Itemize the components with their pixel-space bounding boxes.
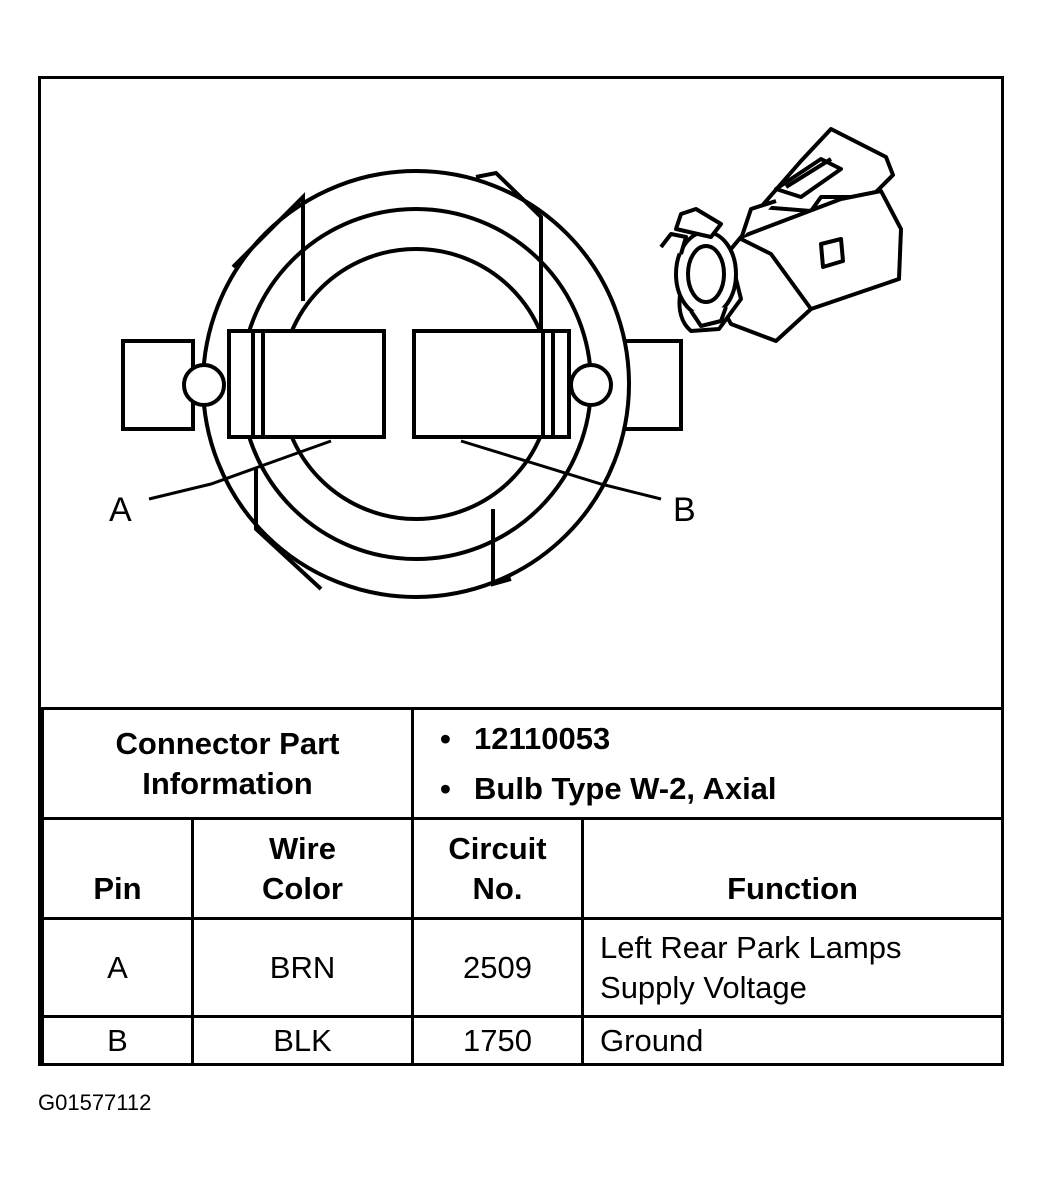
callout-a: A <box>109 491 132 529</box>
row-b-circuit: 1750 <box>411 1015 585 1066</box>
upper-left-latch <box>231 192 305 301</box>
bulb-type: Bulb Type W-2, Axial <box>440 764 1001 814</box>
table-row: B BLK 1750 Ground <box>41 1015 1005 1066</box>
row-a-wire-color: BRN <box>190 917 415 1018</box>
leader-line-b <box>460 439 662 501</box>
connector-info-label-line1: Connector Part <box>115 725 340 761</box>
callout-b: B <box>673 491 696 529</box>
header-function: Function <box>581 817 1005 920</box>
upper-right-latch <box>475 170 543 339</box>
row-b-pin: B <box>41 1015 194 1066</box>
connector-face-drawing: A B <box>109 127 903 599</box>
connector-pinout-table: Connector Part Information 12110053 Bulb… <box>40 707 1005 1066</box>
connector-info-label-line2: Information <box>142 765 313 801</box>
terminal-b <box>412 329 571 439</box>
row-a-function: Left Rear Park Lamps Supply Voltage <box>581 917 1005 1018</box>
table-header-row: Pin Wire Color Circuit No. Function <box>41 817 1005 920</box>
left-alignment-hole <box>182 363 226 407</box>
header-wire-color: Wire Color <box>190 817 415 920</box>
header-pin: Pin <box>41 817 194 920</box>
left-mounting-tab <box>121 339 195 431</box>
connector-info-row: Connector Part Information 12110053 Bulb… <box>40 707 1005 820</box>
part-number: 12110053 <box>440 714 1001 764</box>
lower-left-latch <box>254 469 323 591</box>
connector-perspective-view <box>659 127 903 343</box>
connector-info-label: Connector Part Information <box>40 707 415 820</box>
row-a-pin: A <box>41 917 194 1018</box>
row-b-wire-color: BLK <box>190 1015 415 1066</box>
diagram-frame: A B Connector Part <box>38 76 1005 1066</box>
row-b-function: Ground <box>581 1015 1005 1066</box>
row-a-circuit: 2509 <box>411 917 585 1018</box>
connector-info-values: 12110053 Bulb Type W-2, Axial <box>411 707 1005 820</box>
leader-line-a <box>148 439 332 501</box>
table-row: A BRN 2509 Left Rear Park Lamps Supply V… <box>41 917 1005 1018</box>
right-alignment-hole <box>569 363 613 407</box>
lower-right-latch <box>491 509 512 587</box>
header-circuit-no: Circuit No. <box>411 817 585 920</box>
figure-code: G01577112 <box>38 1090 152 1115</box>
